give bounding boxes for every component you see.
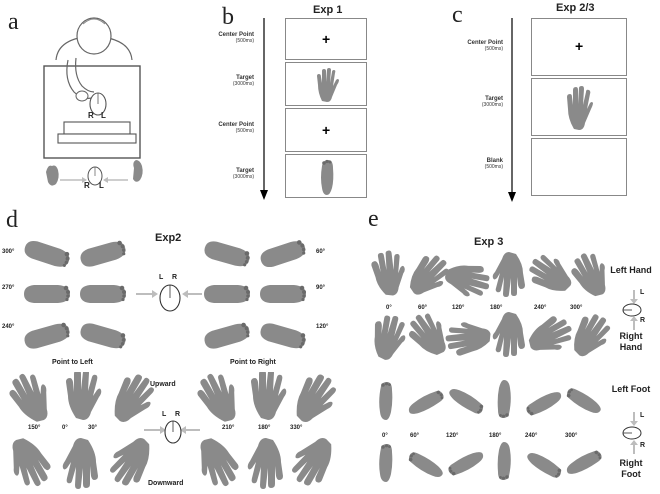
angle-240: 240° — [2, 324, 15, 330]
right-hand-label: Right Hand — [619, 331, 643, 352]
mouse-label-r-small: R — [84, 181, 90, 190]
e-foot-angle-240: 240° — [525, 433, 538, 439]
angle-0: 0° — [62, 425, 68, 431]
exp23-label-center: Center Point(500ms) — [467, 40, 503, 52]
participant-setup-illustration — [43, 17, 143, 186]
e-hand-angle-300: 300° — [570, 305, 583, 311]
point-to-right-label: Point to Right — [230, 359, 276, 366]
hand-mouse-r: R — [640, 317, 646, 324]
panel-label-a: a — [8, 9, 19, 35]
exp23-label-blank: Blank(500ms) — [484, 158, 503, 170]
e-foot-angle-300: 300° — [565, 433, 578, 439]
angle-120: 120° — [316, 324, 329, 330]
angle-60: 60° — [316, 249, 326, 255]
timeline-arrow-c — [508, 18, 516, 202]
exp1-frame-target-hand — [285, 62, 367, 106]
exp2-hand-stimuli — [2, 372, 340, 490]
foot-mouse-l: L — [640, 412, 645, 419]
e-hand-angle-180: 180° — [490, 305, 503, 311]
e-hand-angle-120: 120° — [452, 305, 465, 311]
exp1-label-target-1: Target(3000ms) — [232, 75, 254, 87]
angle-150: 150° — [28, 425, 41, 431]
exp23-frame-blank — [531, 138, 627, 196]
exp23-frame-target — [531, 78, 627, 136]
exp1-frame-center-2: + — [285, 108, 367, 152]
e-foot-angle-60: 60° — [410, 433, 420, 439]
panel-label-c: c — [452, 2, 463, 28]
panel-label-d: d — [6, 207, 18, 233]
mouse-label-r: R — [88, 111, 94, 120]
right-foot-label: Right Foot — [619, 458, 643, 479]
e-foot-angle-0: 0° — [382, 433, 388, 439]
mouse-label-r-bottom: R — [175, 411, 181, 418]
exp1-label-center-1: Center Point(500ms) — [218, 32, 254, 44]
mouse-label-l: L — [101, 111, 106, 120]
exp23-label-target: Target(3000ms) — [481, 96, 503, 108]
hand-stimulus — [317, 68, 339, 102]
exp2-feet-stimuli — [22, 238, 308, 351]
e-foot-angle-120: 120° — [446, 433, 459, 439]
hand-stimulus — [567, 86, 593, 130]
e-hand-angle-0: 0° — [386, 305, 392, 311]
e-hand-angle-240: 240° — [534, 305, 547, 311]
exp23-title: Exp 2/3 — [556, 2, 595, 14]
exp3-foot-mouse-diagram — [622, 412, 642, 454]
mouse-label-r: R — [172, 274, 178, 281]
exp3-title: Exp 3 — [474, 236, 504, 248]
angle-300: 300° — [2, 249, 15, 255]
exp2-title: Exp2 — [155, 232, 182, 244]
panel-label-b: b — [222, 4, 234, 30]
fixation-cross: + — [322, 122, 331, 138]
timeline-arrow-b — [260, 18, 268, 200]
foot-mouse-r: R — [640, 442, 646, 449]
upward-label: Upward — [150, 381, 176, 388]
hand-mouse-l: L — [640, 289, 645, 296]
mouse-label-l-small: L — [99, 181, 104, 190]
angle-30: 30° — [88, 425, 98, 431]
angle-270: 270° — [2, 285, 15, 291]
exp23-frame-center: + — [531, 18, 627, 76]
left-hand-label: Left Hand — [610, 265, 652, 275]
angle-330: 330° — [290, 425, 303, 431]
exp1-frame-center-1: + — [285, 18, 367, 60]
foot-stimulus — [321, 159, 334, 195]
e-foot-angle-180: 180° — [489, 433, 502, 439]
exp1-frame-target-foot — [285, 154, 367, 198]
exp1-label-center-2: Center Point(500ms) — [218, 122, 254, 134]
exp1-title: Exp 1 — [313, 4, 343, 16]
fixation-cross: + — [575, 38, 584, 54]
mouse-label-l-bottom: L — [162, 411, 167, 418]
exp1-label-target-2: Target(3000ms) — [232, 168, 254, 180]
angle-180: 180° — [258, 425, 271, 431]
point-to-left-label: Point to Left — [52, 359, 93, 366]
angle-90: 90° — [316, 285, 326, 291]
mouse-label-l: L — [159, 274, 164, 281]
e-hand-angle-60: 60° — [418, 305, 428, 311]
fixation-cross: + — [322, 31, 331, 47]
left-foot-label: Left Foot — [611, 384, 651, 394]
exp3-hand-mouse-diagram — [622, 290, 642, 330]
angle-210: 210° — [222, 425, 235, 431]
downward-label: Downward — [148, 480, 184, 487]
panel-label-e: e — [368, 206, 379, 232]
